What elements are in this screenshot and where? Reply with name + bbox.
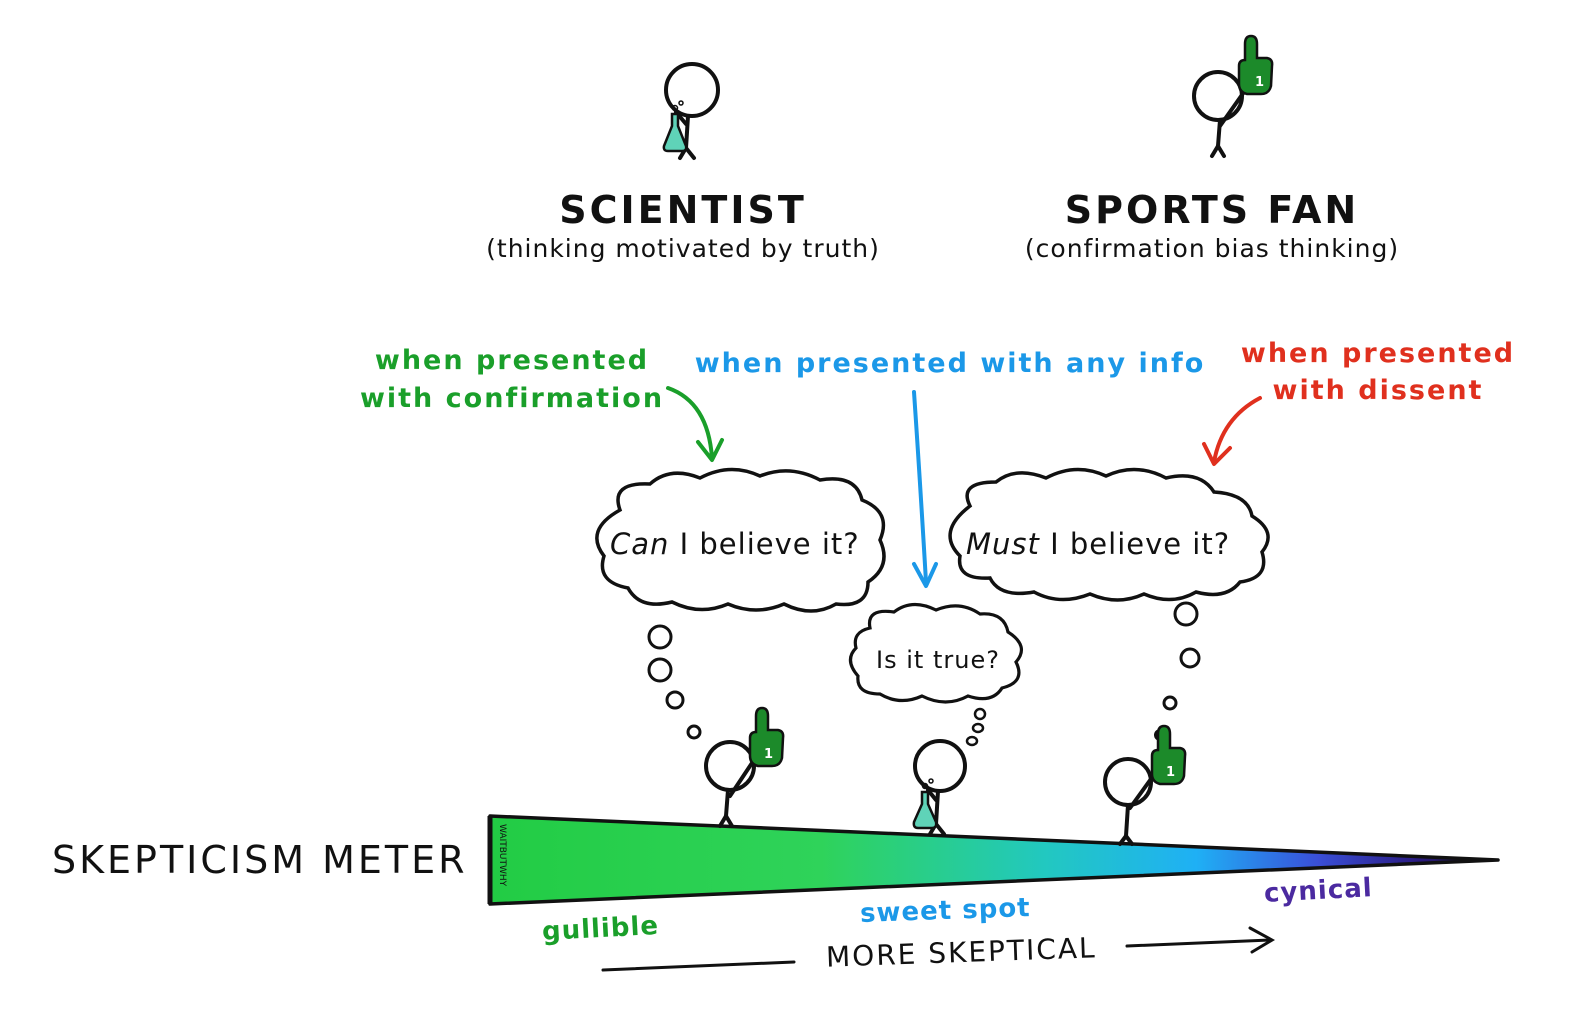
- flask-icon: [662, 100, 688, 153]
- foam-finger-icon: 1: [1237, 34, 1274, 96]
- sports-fan-title: SPORTS FAN: [1064, 188, 1360, 232]
- must-rest: I believe it?: [1050, 527, 1231, 561]
- meter-title: SKEPTICISM METER: [52, 838, 468, 882]
- meter-scientist-figure: [913, 739, 967, 836]
- confirmation-caption-line2: with confirmation: [359, 383, 665, 414]
- meter-fan-left-figure: [704, 740, 756, 828]
- cynical-label: cynical: [1263, 873, 1374, 909]
- flask-icon: [912, 778, 938, 830]
- confirmation-arrow: [666, 386, 724, 462]
- foam-finger-icon: 1: [1150, 724, 1187, 786]
- confirmation-caption-line1: when presented: [374, 345, 650, 376]
- gullible-label: gullible: [541, 910, 660, 948]
- sports-fan-figure: [1192, 70, 1246, 158]
- must-emphasis: Must: [966, 527, 1040, 561]
- svg-text:1: 1: [764, 747, 773, 762]
- thought-bubbles-right: [1154, 601, 1201, 741]
- dissent-arrow: [1202, 396, 1262, 466]
- can-thought-text: Can I believe it?: [610, 527, 860, 561]
- can-emphasis: Can: [610, 527, 670, 561]
- any-info-caption: when presented with any info: [694, 348, 1206, 379]
- thought-bubbles-left: [647, 624, 702, 740]
- dissent-caption-line1: when presented: [1240, 338, 1516, 369]
- any-info-arrow: [912, 390, 938, 588]
- foam-finger-icon: 1: [748, 706, 785, 768]
- svg-text:1: 1: [1166, 765, 1175, 780]
- watermark: WAITBUTWHY: [497, 824, 507, 887]
- more-skeptical-axis: [601, 926, 1276, 972]
- skepticism-meter-wedge: [487, 814, 1500, 906]
- svg-text:1: 1: [1255, 75, 1264, 90]
- true-thought-cloud: [848, 602, 1024, 704]
- dissent-caption-line2: with dissent: [1272, 375, 1484, 406]
- scientist-subtitle: (thinking motivated by truth): [486, 234, 880, 263]
- can-rest: I believe it?: [679, 527, 860, 561]
- can-thought-cloud: [595, 467, 886, 613]
- must-thought-cloud: [948, 467, 1270, 602]
- sweet-spot-label: sweet spot: [859, 893, 1032, 929]
- sports-fan-subtitle: (confirmation bias thinking): [1024, 234, 1400, 263]
- must-thought-text: Must I believe it?: [966, 527, 1230, 561]
- meter-fan-right-figure: [1103, 757, 1158, 846]
- thought-bubbles-middle: [965, 707, 987, 747]
- scientist-title: SCIENTIST: [559, 188, 807, 232]
- true-thought-text: Is it true?: [876, 646, 1000, 674]
